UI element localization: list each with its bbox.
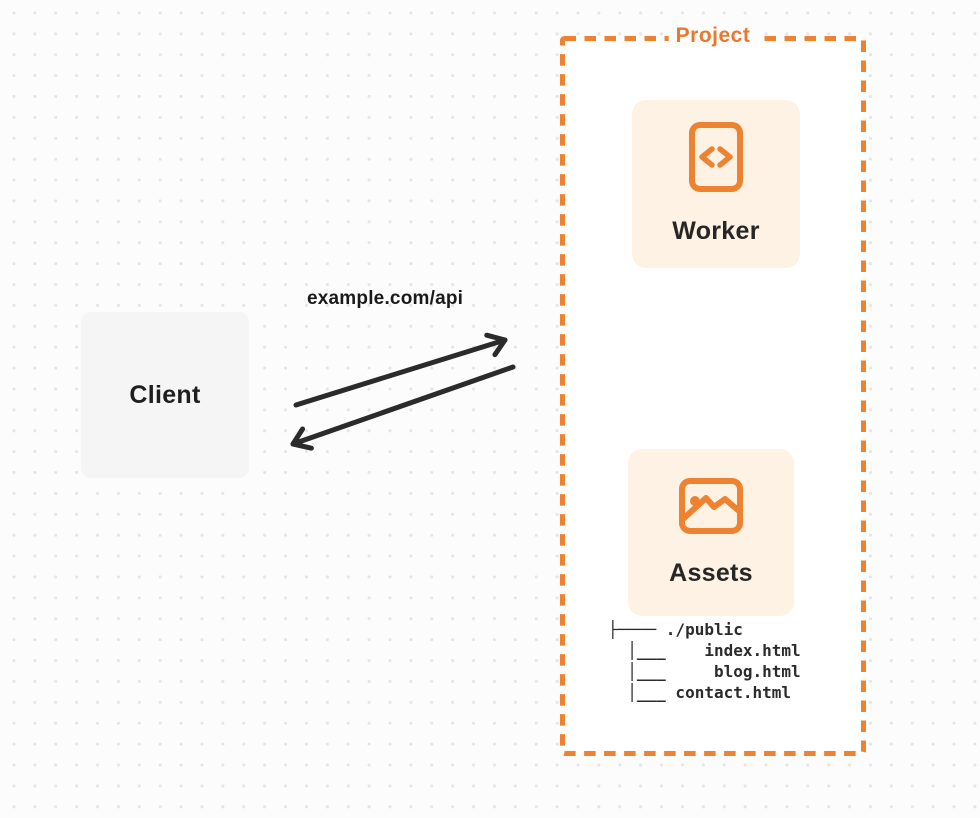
code-file-icon [689, 122, 743, 192]
assets-label: Assets [669, 558, 753, 587]
client-node: Client [81, 312, 249, 478]
request-arrow [293, 332, 508, 408]
client-label: Client [129, 380, 201, 409]
request-url-label: example.com/api [307, 288, 464, 309]
project-title: Project [668, 24, 758, 48]
response-arrow [290, 364, 516, 451]
worker-label: Worker [672, 217, 760, 245]
assets-file-tree: ├──── ./public │___ index.html │___ blog… [608, 620, 801, 702]
worker-node: Worker [632, 100, 800, 268]
project-container: Project Worker Assets ├──── ./public │__… [560, 24, 866, 756]
assets-node: Assets [628, 449, 794, 616]
image-icon [679, 477, 743, 534]
